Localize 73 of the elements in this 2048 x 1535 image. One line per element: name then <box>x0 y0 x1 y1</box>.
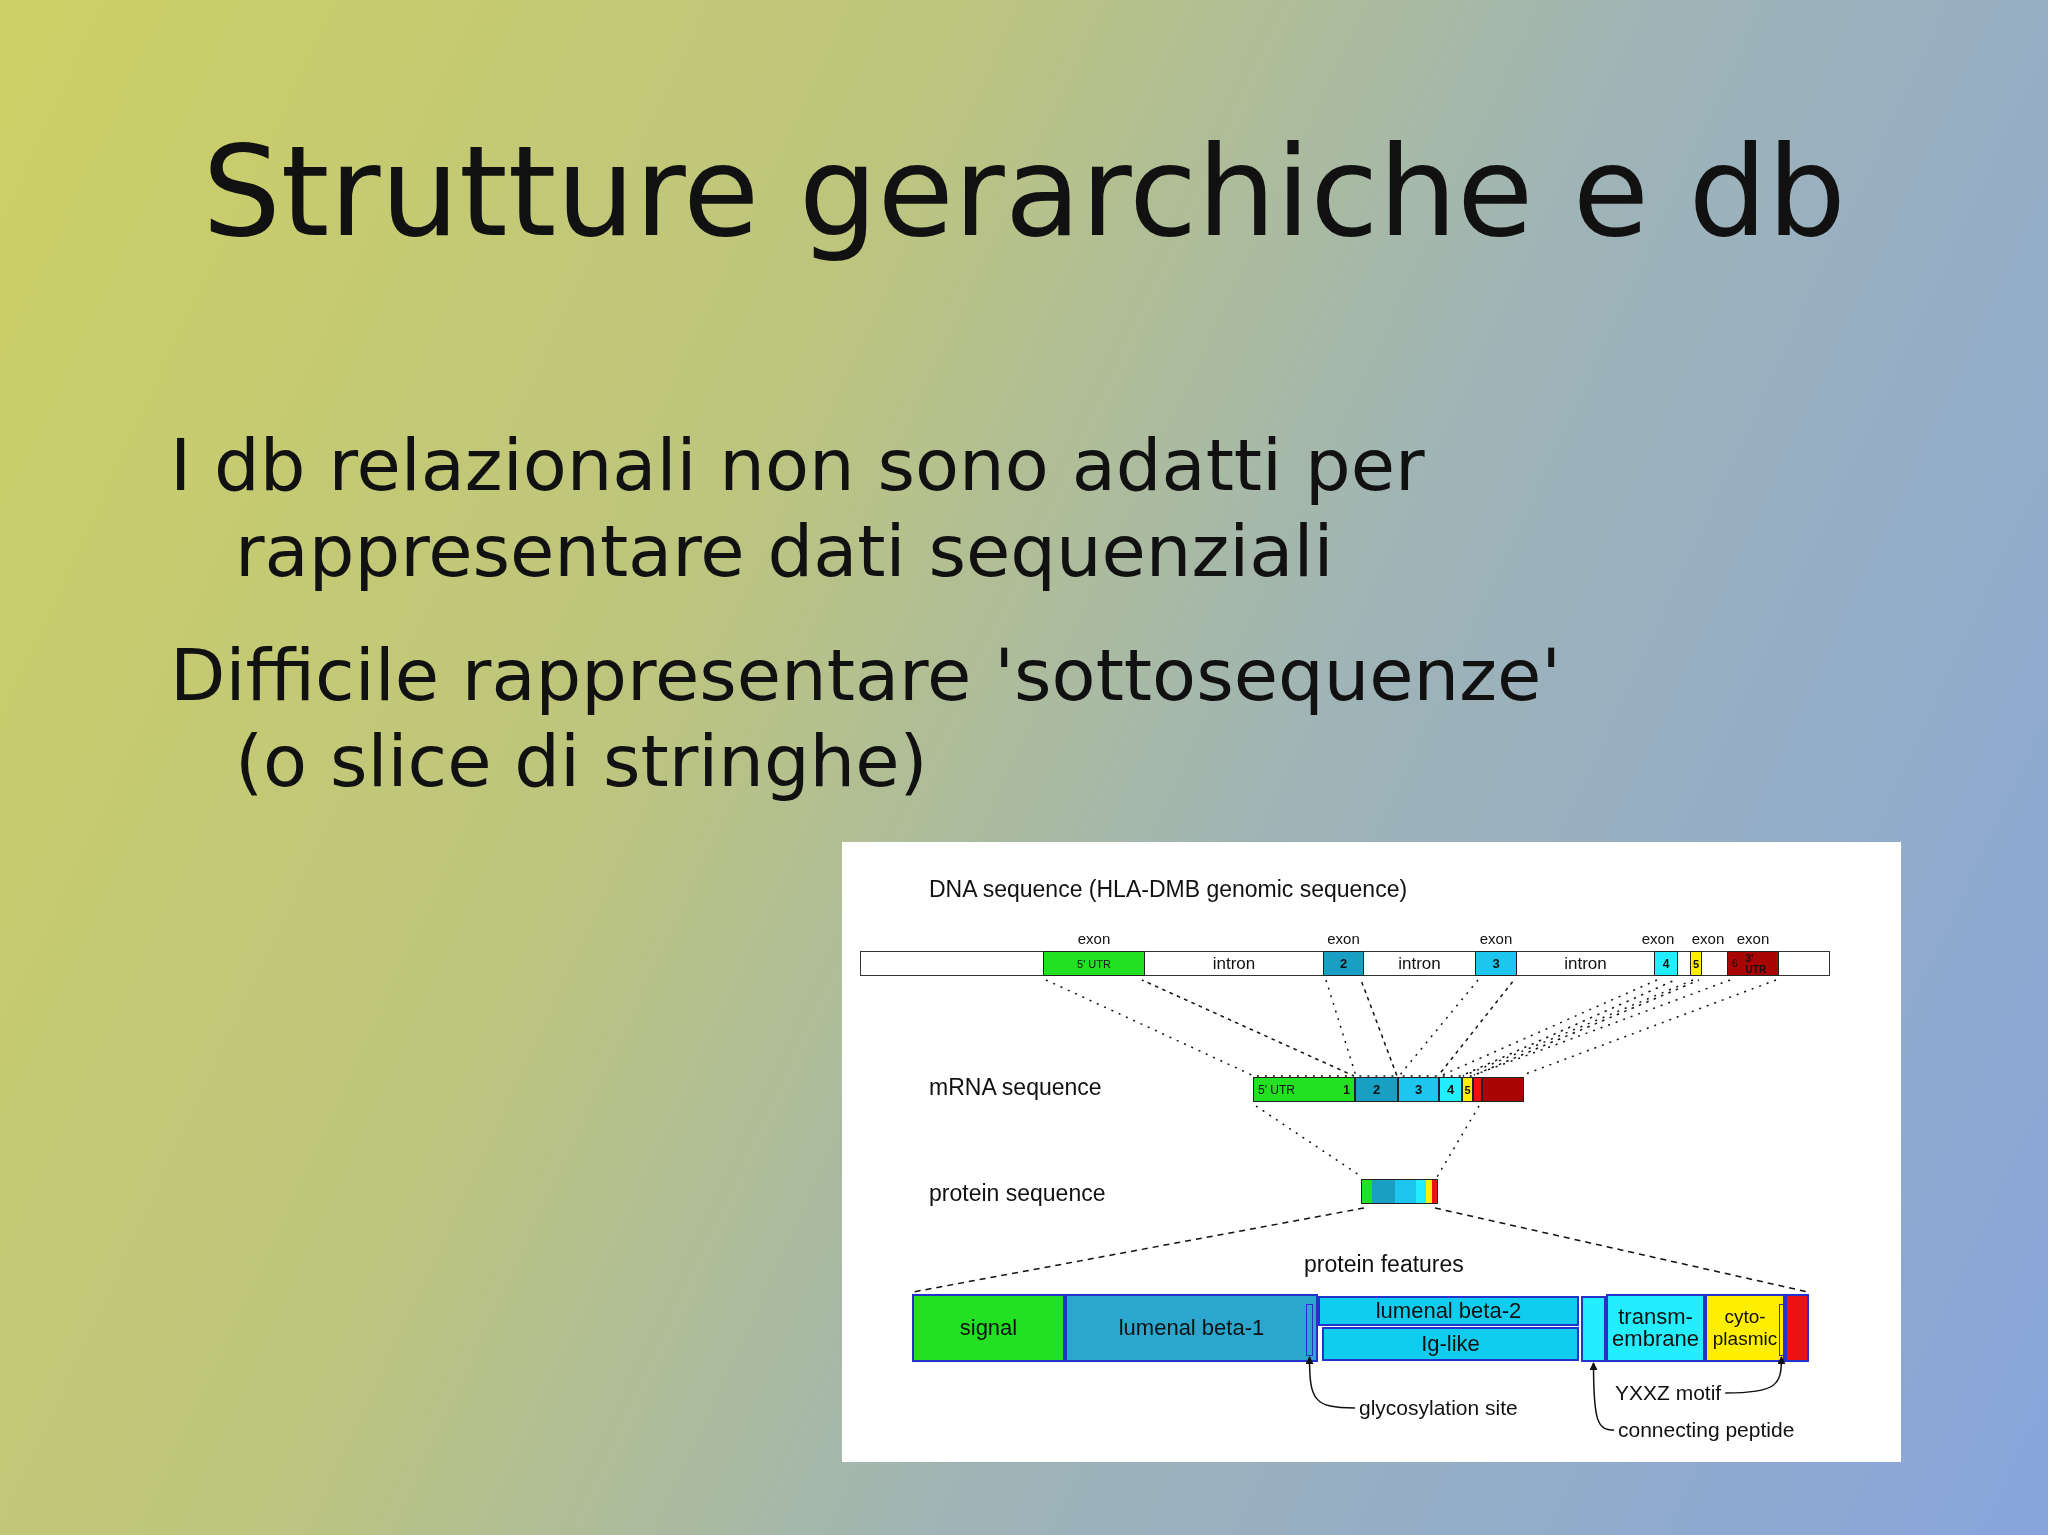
exon-segment <box>1043 951 1145 976</box>
annotation-text: YXXZ motif <box>1615 1381 1722 1405</box>
segment-label: 2 <box>1372 1082 1381 1097</box>
segment-label: 3' UTR <box>1744 952 1768 975</box>
segment-label: intron <box>1564 953 1607 974</box>
exon-segment <box>1654 951 1678 976</box>
protein-feature-box <box>912 1294 1065 1362</box>
protein-feature-box <box>1318 1296 1579 1326</box>
segment-label: lumenal beta-2 <box>1374 1300 1523 1322</box>
segment-label: transm- embrane <box>1611 1306 1700 1350</box>
projection-line <box>1436 1105 1480 1178</box>
segment-label: 3 <box>1492 956 1500 971</box>
exon-segment <box>1323 951 1364 976</box>
segment-label: 5' UTR <box>1257 1082 1296 1097</box>
projection-line <box>1473 979 1731 1076</box>
bullet-text: Difficile rappresentare 'sottosequenze' (o slice di stringhe) <box>170 632 1563 804</box>
bullet-text: I db relazionali non sono adatti per rappresentare dati sequenziali <box>170 422 1426 594</box>
section-label: mRNA sequence <box>929 1074 1102 1101</box>
segment-label: intron <box>1398 953 1441 974</box>
segment-label: 4 <box>1446 1082 1455 1097</box>
protein-feature-box <box>1785 1294 1809 1362</box>
protein-feature-box <box>1606 1294 1705 1362</box>
feature-marker-box <box>1779 1304 1784 1356</box>
projection-line <box>1397 979 1515 1077</box>
exon-segment <box>1473 1077 1482 1102</box>
exon-segment <box>1690 951 1702 976</box>
segment-label: 6 <box>1731 958 1739 969</box>
exon-segment <box>1439 1077 1462 1102</box>
slide-title: Strutture gerarchiche e db <box>201 120 1847 264</box>
exon-label: exon <box>1479 930 1513 947</box>
exon-segment <box>1727 951 1779 976</box>
projection-line <box>1434 1207 1809 1293</box>
projection-line <box>1045 979 1355 1077</box>
segment-label: 2 <box>1339 956 1348 971</box>
leader-line <box>1589 1362 1615 1431</box>
segment-label: 5' UTR <box>1077 957 1111 970</box>
projection-line <box>912 1207 1365 1293</box>
segment-label: intron <box>1212 953 1256 974</box>
annotation-text: glycosylation site <box>1359 1396 1518 1420</box>
exon-segment <box>1355 1077 1398 1102</box>
protein-feature-box <box>1705 1294 1785 1362</box>
exon-label: exon <box>1641 930 1675 947</box>
exon-segment <box>1398 1077 1439 1102</box>
feature-marker-box <box>1306 1304 1313 1356</box>
protein-sequence-bar <box>1361 1179 1438 1204</box>
leader-line <box>1724 1356 1786 1394</box>
segment-label: 3 <box>1414 1082 1423 1097</box>
exon-label: exon <box>1736 930 1770 947</box>
exon-segment <box>1462 1077 1473 1102</box>
section-label: protein features <box>1304 1251 1464 1278</box>
segment-label: signal <box>958 1317 1019 1339</box>
exon-segment <box>1253 1077 1355 1102</box>
exon-segment <box>1475 951 1517 976</box>
section-label: protein sequence <box>929 1180 1106 1207</box>
annotation-text: connecting peptide <box>1618 1418 1795 1442</box>
projection-line <box>1462 979 1700 1077</box>
segment-label: 5 <box>1692 957 1700 970</box>
projection-line <box>1325 979 1399 1077</box>
segment-label: lumenal beta-1 <box>1117 1317 1266 1339</box>
exon-segment <box>1482 1077 1524 1102</box>
protein-feature-box <box>1581 1296 1606 1362</box>
segment-label: 4 <box>1662 956 1670 971</box>
section-label: DNA sequence (HLA-DMB genomic sequence) <box>929 876 1408 903</box>
exon-label: exon <box>1691 930 1725 947</box>
segment-label: 1 <box>1342 1082 1351 1097</box>
exon-label: exon <box>1077 930 1111 947</box>
protein-feature-box <box>1065 1294 1318 1362</box>
protein-feature-box <box>1322 1327 1579 1361</box>
exon-label: exon <box>1327 930 1360 947</box>
leader-line <box>1305 1356 1356 1409</box>
segment-label: Ig-like <box>1420 1333 1481 1355</box>
segment-label: cyto- plasmic <box>1711 1306 1779 1350</box>
segment-label: 5 <box>1464 1083 1471 1096</box>
